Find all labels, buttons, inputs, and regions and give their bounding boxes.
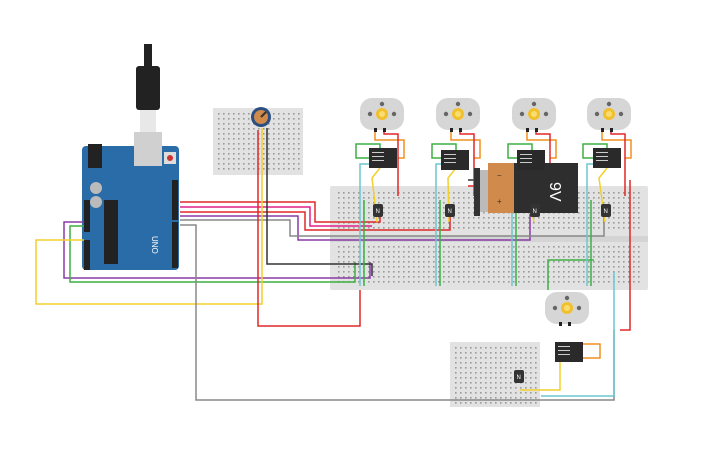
npn-transistor[interactable]: N	[601, 204, 611, 217]
battery-9v[interactable]: − + 9V	[474, 163, 578, 216]
usb-cable[interactable]	[134, 44, 162, 160]
transistor-label: N	[448, 209, 452, 215]
dc-motor[interactable]	[512, 98, 556, 132]
wire-green[interactable]	[355, 143, 381, 159]
dc-motor[interactable]	[436, 98, 480, 132]
npn-transistor[interactable]: N	[514, 370, 524, 383]
wire-cyan[interactable]	[359, 163, 372, 286]
npn-transistor[interactable]: N	[530, 204, 540, 217]
transistor-label: N	[376, 209, 380, 215]
wire-yellow[interactable]	[520, 360, 561, 391]
arduino-uno[interactable]: UNO	[82, 144, 179, 270]
transistor-label: N	[517, 375, 521, 381]
wire-purple[interactable]	[63, 221, 371, 279]
relay[interactable]	[369, 148, 397, 168]
wire-green[interactable]	[547, 259, 594, 290]
dc-motor[interactable]	[360, 98, 404, 132]
battery-label: 9V	[546, 182, 563, 202]
potentiometer[interactable]	[251, 107, 271, 127]
wire-pink[interactable]	[180, 206, 372, 227]
wire-green[interactable]	[582, 143, 608, 159]
wire-orange[interactable]	[450, 130, 481, 159]
wire-cyan[interactable]	[541, 272, 615, 397]
dc-motor[interactable]	[587, 98, 631, 132]
wire-red[interactable]	[620, 180, 631, 331]
wire-green[interactable]	[69, 225, 356, 283]
relay[interactable]	[593, 148, 621, 168]
wire-black[interactable]	[266, 128, 373, 276]
relay[interactable]	[517, 150, 545, 170]
wire-yellow[interactable]	[35, 128, 263, 305]
wire-orange[interactable]	[601, 130, 632, 159]
arduino-label: UNO	[150, 236, 159, 254]
npn-transistor[interactable]: N	[373, 204, 383, 217]
wire-red[interactable]	[180, 201, 381, 223]
transistor-label: N	[604, 209, 608, 215]
wire-gray[interactable]	[180, 214, 605, 237]
battery-plus: +	[497, 197, 502, 206]
wire-red[interactable]	[257, 130, 361, 327]
relay[interactable]	[555, 342, 583, 362]
transistor-label: N	[533, 209, 537, 215]
wire-red[interactable]	[180, 211, 451, 231]
relay[interactable]	[441, 150, 469, 170]
battery-minus: −	[497, 171, 502, 180]
wire-green[interactable]	[507, 143, 533, 159]
wire-orange[interactable]	[374, 130, 405, 159]
npn-transistor[interactable]: N	[445, 204, 455, 217]
small-breadboard-bottom[interactable]	[450, 342, 540, 407]
wire-green[interactable]	[431, 143, 457, 159]
dc-motor[interactable]	[545, 292, 589, 326]
wire-orange[interactable]	[526, 130, 557, 159]
wire-orange[interactable]	[580, 343, 601, 359]
